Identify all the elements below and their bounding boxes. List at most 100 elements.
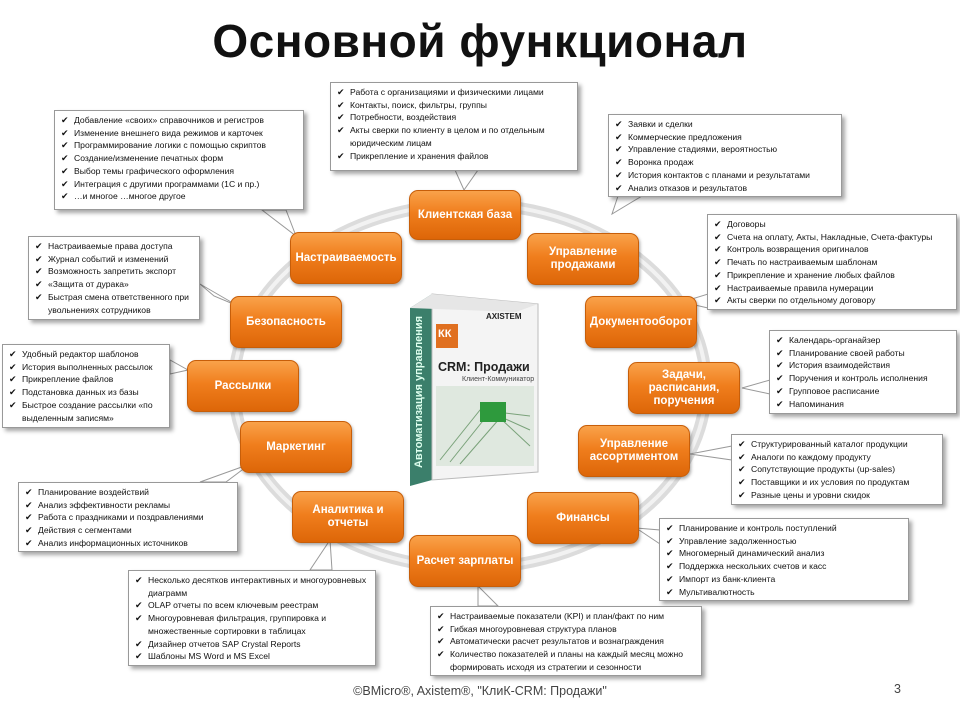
feature-text: Потребности, воздействия bbox=[350, 112, 457, 123]
check-icon: ✔ bbox=[615, 169, 623, 180]
check-icon: ✔ bbox=[61, 178, 69, 189]
feature-text: Работа с праздниками и поздравлениями bbox=[38, 512, 204, 523]
feature-text: Воронка продаж bbox=[628, 157, 694, 168]
check-icon: ✔ bbox=[714, 295, 722, 306]
feature-text: Гибкая многоуровневая структура планов bbox=[450, 623, 617, 634]
feature-item: ✔История выполненных рассылок bbox=[9, 361, 164, 374]
feature-text: Контроль возвращения оригиналов bbox=[727, 244, 869, 255]
node-label: Финансы bbox=[556, 511, 610, 524]
feature-item: ✔История контактов с планами и результат… bbox=[615, 169, 836, 182]
check-icon: ✔ bbox=[135, 613, 143, 624]
feature-text: Акты сверки по отдельному договору bbox=[727, 295, 876, 306]
callout-sales: ✔Заявки и сделки✔Коммерческие предложени… bbox=[608, 114, 842, 197]
feature-item: ✔Многоуровневая фильтрация, группировка … bbox=[135, 612, 370, 637]
feature-item: ✔Удобный редактор шаблонов bbox=[9, 348, 164, 361]
feature-text: Управление задолженностью bbox=[679, 535, 797, 546]
feature-text: Интеграция с другими программами (1С и п… bbox=[74, 178, 260, 189]
callout-customization: ✔Добавление «своих» справочников и регис… bbox=[54, 110, 304, 210]
check-icon: ✔ bbox=[135, 575, 143, 585]
node-salary: Расчет зарплаты bbox=[409, 535, 521, 587]
check-icon: ✔ bbox=[776, 360, 784, 371]
node-label: Документооборот bbox=[589, 315, 693, 328]
feature-text: Аналоги по каждому продукту bbox=[751, 451, 871, 462]
slide-title: Основной функционал bbox=[212, 15, 748, 67]
callout-docflow: ✔Договоры✔Счета на оплату, Акты, Накладн… bbox=[707, 214, 957, 310]
check-icon: ✔ bbox=[666, 573, 674, 584]
callout-mailing: ✔Удобный редактор шаблонов✔История выпол… bbox=[2, 344, 170, 428]
check-icon: ✔ bbox=[615, 144, 623, 155]
feature-item: ✔Прикрепление и хранение любых файлов bbox=[714, 269, 951, 282]
feature-item: ✔Анализ эффективности рекламы bbox=[25, 499, 232, 512]
product-subtitle: Клиент-Коммуникатор bbox=[462, 376, 535, 383]
feature-item: ✔Изменение внешнего вида режимов и карто… bbox=[61, 127, 298, 140]
product-name: CRM: Продажи bbox=[438, 360, 530, 374]
node-label: Задачи, расписания, поручения bbox=[648, 368, 720, 407]
feature-item: ✔ Интеграция с другими программами (1С и … bbox=[61, 178, 298, 191]
callout-client-base: ✔Работа с организациями и физическими ли… bbox=[330, 82, 578, 171]
feature-item: ✔Планирование и контроль поступлений bbox=[666, 522, 903, 535]
node-label: Маркетинг bbox=[266, 440, 326, 453]
feature-item: ✔Аналоги по каждому продукту bbox=[738, 451, 937, 464]
check-icon: ✔ bbox=[61, 191, 69, 202]
feature-item: ✔История взаимодействия bbox=[776, 359, 951, 372]
feature-item: ✔ Действия с сегментами bbox=[25, 524, 232, 537]
feature-item: ✔Настраиваемые показатели (KPI) и план/ф… bbox=[437, 610, 696, 623]
feature-item: ✔Поддержка нескольких счетов и касс bbox=[666, 560, 903, 573]
feature-text: Мультивалютность bbox=[679, 586, 755, 597]
check-icon: ✔ bbox=[9, 387, 17, 398]
page-number: 3 bbox=[894, 682, 901, 696]
feature-text: Коммерческие предложения bbox=[628, 131, 742, 142]
check-icon: ✔ bbox=[615, 119, 623, 129]
check-icon: ✔ bbox=[337, 99, 345, 110]
feature-item: ✔Контроль возвращения оригиналов bbox=[714, 243, 951, 256]
feature-text: Действия с сегментами bbox=[38, 525, 132, 536]
check-icon: ✔ bbox=[738, 439, 746, 449]
feature-item: ✔Воронка продаж bbox=[615, 156, 836, 169]
check-icon: ✔ bbox=[25, 525, 33, 536]
node-client-base: Клиентская база bbox=[409, 190, 521, 240]
check-icon: ✔ bbox=[776, 398, 784, 409]
feature-item: ✔Многомерный динамический анализ bbox=[666, 547, 903, 560]
feature-item: ✔Прикрепление файлов bbox=[9, 373, 164, 386]
product-box-image: AXISTEM КК CRM: Продажи Клиент-Коммуника… bbox=[410, 290, 540, 490]
feature-text: Разные цены и уровни скидок bbox=[751, 489, 870, 500]
check-icon: ✔ bbox=[738, 489, 746, 500]
feature-text: Анализ информационных источников bbox=[38, 537, 188, 548]
feature-text: Настраиваемые показатели (KPI) и план/фа… bbox=[450, 611, 665, 621]
feature-text: …и многое …многое другое bbox=[74, 191, 186, 202]
node-label: Расчет зарплаты bbox=[416, 554, 514, 567]
feature-text: Поставщики и их условия по продуктам bbox=[751, 477, 910, 488]
callout-tasks: ✔Календарь-органайзер✔Планирование своей… bbox=[769, 330, 957, 414]
node-label: Клиентская база bbox=[417, 208, 513, 221]
callout-analytics: ✔Несколько десятков интерактивных и мног… bbox=[128, 570, 376, 666]
check-icon: ✔ bbox=[666, 548, 674, 559]
feature-text: Журнал событий и изменений bbox=[48, 253, 169, 264]
feature-item: ✔Печать по настраиваемым шаблонам bbox=[714, 256, 951, 269]
check-icon: ✔ bbox=[437, 649, 445, 660]
check-icon: ✔ bbox=[666, 535, 674, 546]
feature-item: ✔Добавление «своих» справочников и регис… bbox=[61, 114, 298, 127]
check-icon: ✔ bbox=[337, 125, 345, 136]
check-icon: ✔ bbox=[615, 131, 623, 142]
node-security: Безопасность bbox=[230, 296, 342, 348]
feature-text: Групповое расписание bbox=[789, 385, 880, 396]
node-customization: Настраиваемость bbox=[290, 232, 402, 284]
feature-text: Создание/изменение печатных форм bbox=[74, 153, 224, 164]
feature-item: ✔Быстрое создание рассылки «по выделенны… bbox=[9, 399, 164, 424]
check-icon: ✔ bbox=[714, 231, 722, 242]
feature-item: ✔Договоры bbox=[714, 218, 951, 231]
feature-text: Выбор темы графического оформления bbox=[74, 165, 235, 176]
feature-item: ✔Настраиваемые права доступа bbox=[35, 240, 194, 253]
check-icon: ✔ bbox=[135, 600, 143, 611]
check-icon: ✔ bbox=[61, 115, 69, 125]
feature-text: «Защита от дурака» bbox=[48, 279, 129, 290]
check-icon: ✔ bbox=[25, 487, 33, 497]
feature-item: ✔ Акты сверки по отдельному договору bbox=[714, 294, 951, 307]
feature-text: Настраиваемые правила нумерации bbox=[727, 282, 874, 293]
check-icon: ✔ bbox=[61, 165, 69, 176]
callout-marketing: ✔Планирование воздействий✔Анализ эффекти… bbox=[18, 482, 238, 552]
check-icon: ✔ bbox=[738, 464, 746, 475]
node-analytics: Аналитика и отчеты bbox=[292, 491, 404, 543]
feature-item: ✔Планирование воздействий bbox=[25, 486, 232, 499]
feature-text: Прикрепление и хранение любых файлов bbox=[727, 269, 895, 280]
